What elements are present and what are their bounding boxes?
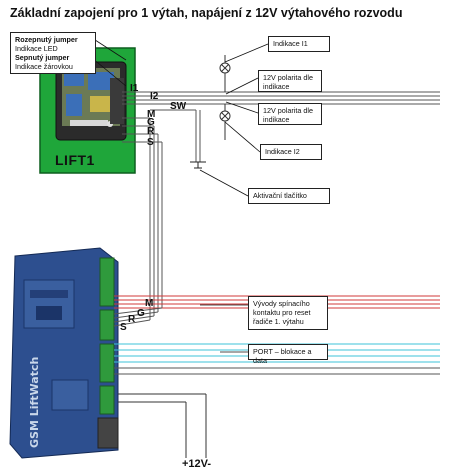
port-ground-wires xyxy=(114,367,440,375)
power-wires xyxy=(118,393,207,458)
callout-reset-outputs: Vývody spínacího kontaktu pro reset řadi… xyxy=(248,296,328,330)
lift1-module xyxy=(39,47,136,174)
lift1-wires xyxy=(122,91,440,320)
open-jumper-title: Rozepnutý jumper xyxy=(15,35,78,44)
callout-pointers xyxy=(199,43,269,353)
jumper-info-box: Rozepnutý jumper Indikace LED Sepnutý ju… xyxy=(10,32,96,74)
callout-activation-button: Aktivační tlačítko xyxy=(248,188,330,204)
wire-label-i2: I2 xyxy=(150,91,159,102)
wire-label-r-bot: R xyxy=(128,314,136,325)
callout-polarity-1: 12V polarita dle indikace xyxy=(258,70,322,92)
indicator-lamps xyxy=(219,55,231,140)
power-label: +12V- xyxy=(182,458,212,470)
wire-label-i1: I1 xyxy=(130,83,139,94)
wire-label-sw: SW xyxy=(170,101,187,112)
wire-label-r-top: R xyxy=(147,126,155,137)
wire-label-s-top: S xyxy=(147,137,154,148)
gsm-liftwatch-label: GSM LiftWatch xyxy=(28,356,41,448)
diagram-title: Základní zapojení pro 1 výtah, napájení … xyxy=(10,6,403,20)
wire-label-g-bot: G xyxy=(137,308,145,319)
lift1-label: LIFT1 xyxy=(55,152,95,168)
gsm-liftwatch-module xyxy=(9,247,119,459)
callout-indikace-i2: Indikace I2 xyxy=(260,144,322,160)
callout-indikace-i1: Indikace I1 xyxy=(268,36,330,52)
closed-jumper-title: Sepnutý jumper xyxy=(15,53,70,62)
wire-label-g-top: G xyxy=(147,117,155,128)
jumper-pointers xyxy=(91,37,127,87)
bus-to-gsm xyxy=(113,307,163,327)
wire-label-s-bot: S xyxy=(120,322,127,333)
callout-port: PORT – blokace a data xyxy=(248,344,328,365)
closed-jumper-desc: Indikace žárovkou xyxy=(15,62,73,71)
callout-polarity-2: 12V polarita dle indikace xyxy=(258,103,322,125)
open-jumper-desc: Indikace LED xyxy=(15,44,58,53)
activation-button-symbol xyxy=(190,161,206,169)
wire-label-m-top: M xyxy=(147,109,156,120)
wire-label-m-bot: M xyxy=(145,298,154,309)
